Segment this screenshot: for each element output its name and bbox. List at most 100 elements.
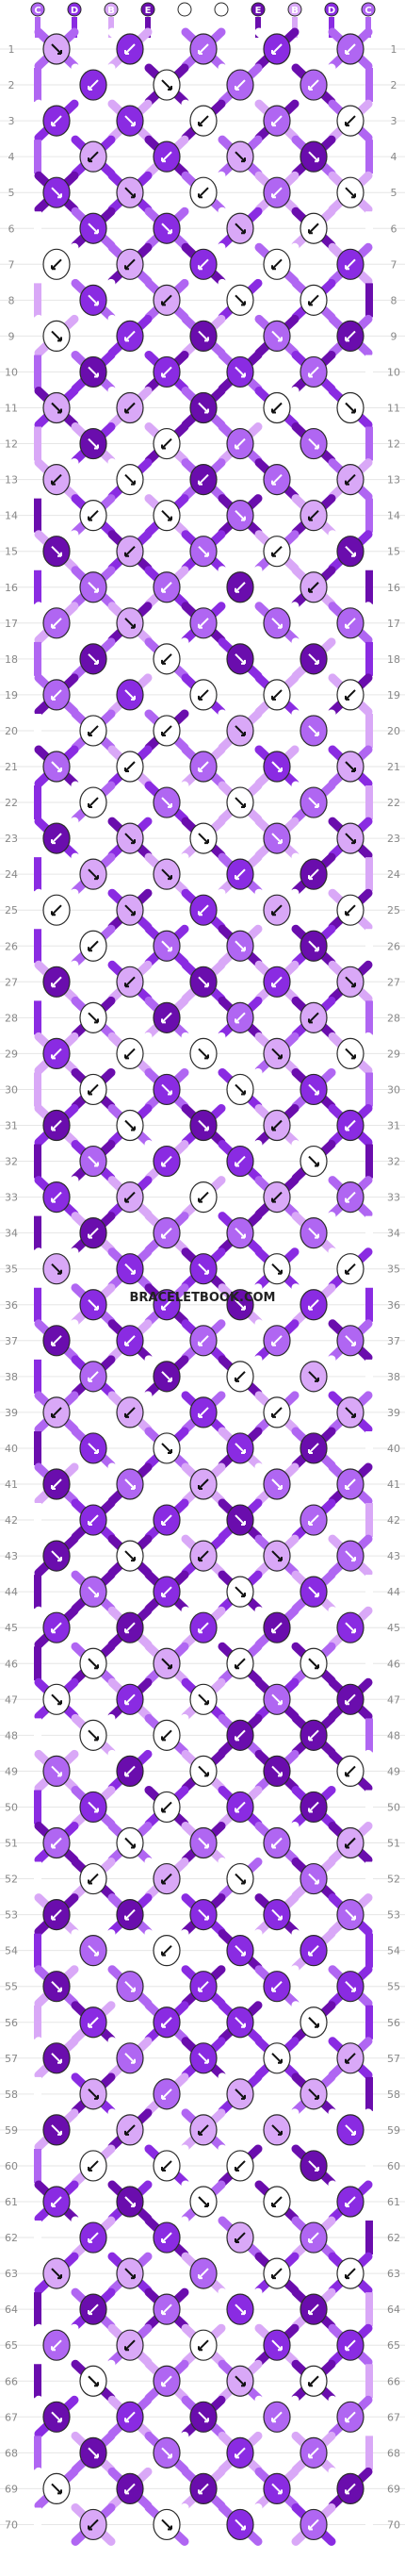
knot-arrow-head-icon	[161, 1951, 166, 1957]
row-number-left: 7	[8, 258, 15, 271]
knot-arrow-head-icon	[351, 1412, 356, 1418]
row-number-left: 51	[5, 1838, 18, 1850]
row-number-right: 64	[387, 2304, 400, 2316]
knot-arrow-head-icon	[57, 337, 62, 342]
row-number-right: 23	[387, 833, 400, 845]
knot-arrow-icon	[235, 653, 246, 665]
knot-arrow-icon	[88, 797, 99, 808]
row-number-left: 37	[5, 1335, 18, 1347]
row-number-left: 43	[5, 1550, 18, 1562]
row-number-left: 10	[5, 366, 18, 378]
knot-arrow-icon	[51, 2268, 62, 2279]
knot-arrow-icon	[308, 1514, 319, 1526]
knot-arrow-head-icon	[241, 1951, 246, 1957]
knot-arrow-head-icon	[88, 2525, 92, 2531]
knot-arrow-head-icon	[308, 2382, 313, 2387]
row-number-right: 35	[387, 1263, 400, 1276]
knot-arrow-icon	[308, 797, 319, 808]
knot-arrow-icon	[235, 1944, 246, 1957]
knot-arrow-head-icon	[351, 839, 356, 845]
knot-arrow-icon	[345, 1622, 356, 1633]
row-number-left: 11	[5, 403, 18, 415]
knot-arrow-head-icon	[315, 1090, 319, 1096]
knot-arrow-icon	[51, 689, 62, 701]
knot-arrow-icon	[161, 2518, 172, 2531]
row-number-left: 17	[5, 618, 18, 630]
knot-arrow-icon	[235, 1299, 246, 1311]
knot-arrow-head-icon	[88, 1233, 92, 1239]
knot-arrow-icon	[51, 2339, 62, 2351]
knot-arrow-icon	[161, 797, 172, 808]
knot-arrow-head-icon	[345, 2489, 349, 2495]
knot-arrow-head-icon	[161, 1018, 166, 1024]
knot-arrow-icon	[124, 2196, 136, 2207]
knot-arrow-icon	[198, 2483, 209, 2495]
knot-arrow-head-icon	[124, 983, 129, 988]
knot-arrow-head-icon	[278, 1269, 283, 1275]
row-number-right: 32	[387, 1156, 400, 1168]
knot-arrow-icon	[51, 2196, 62, 2207]
knot-arrow-icon	[271, 1335, 283, 1346]
row-number-left: 50	[5, 1801, 18, 1813]
knot-arrow-icon	[345, 258, 356, 271]
knot-arrow-icon	[88, 2304, 99, 2315]
knot-arrow-icon	[124, 1191, 136, 1203]
knot-arrow-icon	[308, 940, 319, 951]
knot-arrow-icon	[308, 294, 319, 306]
row-number-left: 34	[5, 1228, 18, 1240]
knot-arrow-head-icon	[241, 301, 246, 306]
row-number-left: 42	[5, 1514, 18, 1527]
knot-arrow-head-icon	[124, 2346, 129, 2352]
knot-arrow-icon	[198, 1980, 209, 1992]
row-number-right: 52	[387, 1874, 400, 1886]
row-numbers-left: 1234567891011121314151617181920212223242…	[5, 43, 18, 2531]
knot-arrow-head-icon	[345, 122, 349, 127]
knot-arrow-head-icon	[51, 1915, 56, 1921]
knot-arrow-icon	[271, 43, 283, 55]
knot-arrow-icon	[235, 1371, 246, 1382]
strand-label: E	[145, 6, 152, 16]
row-number-right: 6	[391, 223, 397, 235]
knot-arrow-head-icon	[94, 659, 99, 665]
knot-arrow-icon	[345, 43, 356, 55]
knot-arrow-head-icon	[204, 337, 209, 342]
knot-arrow-icon	[51, 1622, 62, 1633]
strand-label: C	[364, 6, 371, 16]
knot-arrow-icon	[271, 2124, 283, 2136]
knot-arrow-icon	[161, 1873, 172, 1885]
knot-arrow-icon	[51, 1263, 62, 1275]
knot-arrow-icon	[308, 223, 319, 234]
knot-arrow-head-icon	[161, 2094, 166, 2100]
knot-arrow-head-icon	[88, 157, 92, 163]
knot-arrow-icon	[271, 545, 283, 557]
knot-arrow-head-icon	[241, 1448, 246, 1454]
knot-arrow-icon	[235, 2160, 246, 2171]
knot-arrow-icon	[88, 2375, 99, 2386]
knot-arrow-icon	[308, 151, 319, 162]
knot-arrow-icon	[161, 1155, 172, 1167]
knot-arrow-head-icon	[131, 1987, 136, 1992]
knot-arrow-head-icon	[131, 1557, 136, 1562]
knot-arrow-icon	[198, 1622, 209, 1633]
knot-arrow-icon	[271, 1550, 283, 1561]
knot-arrow-icon	[51, 2124, 62, 2136]
knot-arrow-head-icon	[57, 50, 62, 55]
knot-arrow-head-icon	[131, 480, 136, 486]
knot-arrow-icon	[271, 402, 283, 414]
row-number-right: 4	[391, 151, 397, 163]
knot-arrow-head-icon	[131, 1485, 136, 1490]
knot-arrow-head-icon	[51, 1485, 56, 1490]
knot-arrow-head-icon	[94, 1808, 99, 1813]
knot-arrow-icon	[271, 1191, 283, 1203]
knot-arrow-head-icon	[131, 1843, 136, 1849]
knot-arrow-head-icon	[51, 911, 56, 916]
knot-arrow-head-icon	[161, 2166, 166, 2171]
row-number-right: 42	[387, 1514, 400, 1527]
knot-arrow-icon	[51, 1191, 62, 1203]
knot-arrow-head-icon	[51, 1843, 56, 1849]
row-number-left: 56	[5, 2017, 18, 2029]
row-number-left: 40	[5, 1443, 18, 1455]
knot-arrow-icon	[345, 1908, 356, 1921]
knot-arrow-icon	[271, 689, 283, 701]
